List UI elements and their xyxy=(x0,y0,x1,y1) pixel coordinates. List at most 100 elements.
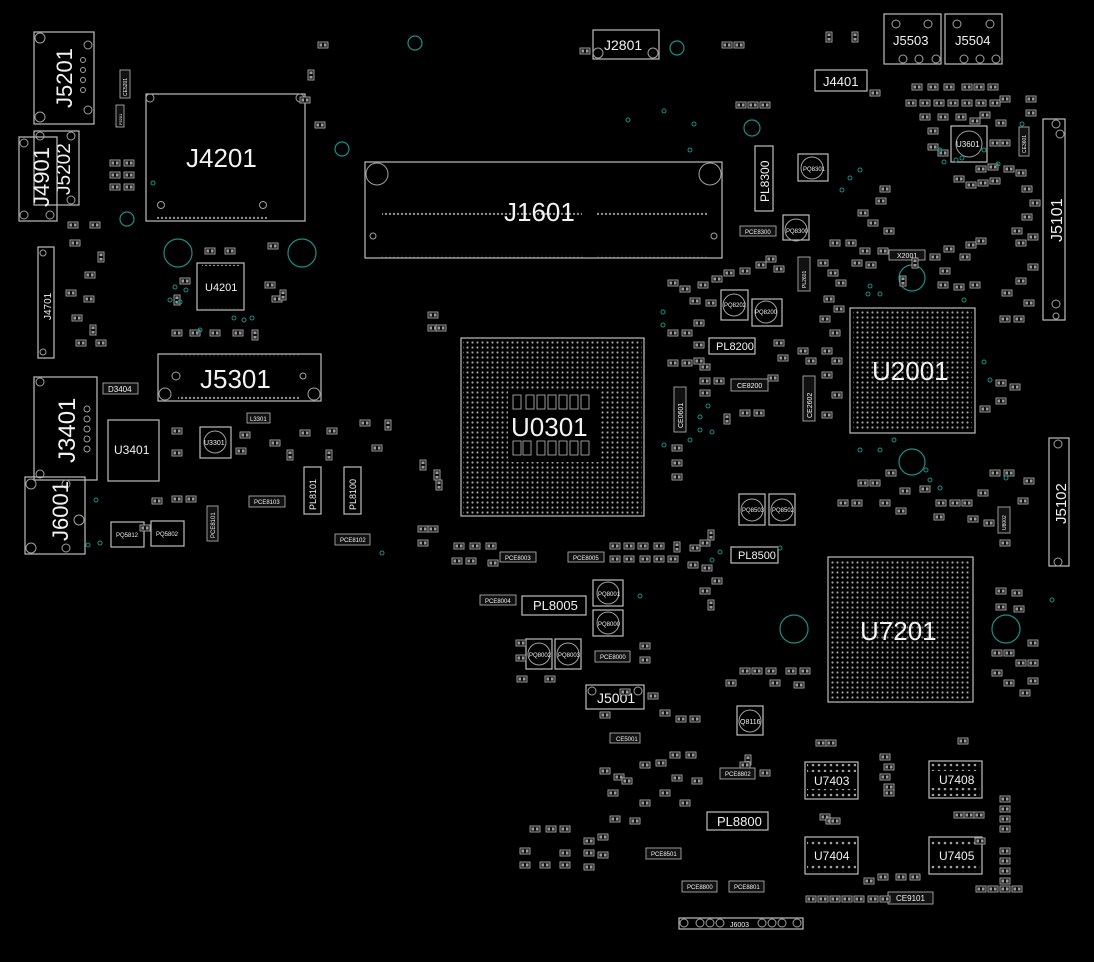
solder-pad xyxy=(701,391,704,395)
inductor-l3301[interactable]: L3301 xyxy=(246,412,271,424)
solder-pad xyxy=(153,499,156,503)
connector-j1601[interactable]: J1601 xyxy=(364,161,723,259)
connector-j4201[interactable]: J4201 xyxy=(145,93,306,222)
smd-passive xyxy=(1009,383,1021,391)
ic-u7403[interactable]: U7403 xyxy=(804,761,859,800)
smd-passive xyxy=(691,777,703,785)
diode-d3404[interactable]: D3404 xyxy=(102,382,139,395)
smd-passive xyxy=(753,409,765,417)
transistor-pq8502[interactable]: PQ8502 xyxy=(768,493,796,526)
connector-j2801[interactable]: J2801 xyxy=(592,29,660,60)
transistor-pq8300[interactable]: PQ8300 xyxy=(782,214,810,242)
solder-pad xyxy=(82,341,85,345)
inductor-pl8500[interactable]: PL8500 xyxy=(730,546,779,564)
capacitor-pce8300[interactable]: PCE8300 xyxy=(739,225,777,237)
inductor-pl8101[interactable]: PL8101 xyxy=(303,466,322,515)
solder-pad xyxy=(366,421,369,425)
connector-j5504[interactable]: J5504 xyxy=(944,13,1003,65)
capacitor-ce8200[interactable]: CE8200 xyxy=(730,378,769,392)
capacitor-pce8103[interactable]: PCE8103 xyxy=(248,495,286,508)
transistor-pq8200[interactable]: PQ8200 xyxy=(751,298,783,327)
ic-u3601[interactable]: U3601 xyxy=(950,125,988,163)
transistor-q8116[interactable]: Q8116 xyxy=(736,705,764,736)
capacitor-pce8501[interactable]: PCE8501 xyxy=(645,847,682,860)
solder-pad xyxy=(211,249,214,253)
connector-j4401[interactable]: J4401 xyxy=(814,69,868,92)
inductor-pl8100[interactable]: PL8100 xyxy=(343,466,362,515)
connector-j3401[interactable]: J3401 xyxy=(33,376,98,481)
connector-j5503[interactable]: J5503 xyxy=(883,13,942,65)
capacitor-pce8802[interactable]: PCE8802 xyxy=(719,767,756,780)
capacitor-ce9101[interactable]: CE9101 xyxy=(887,891,934,905)
ic-u0301[interactable]: U0301 xyxy=(460,337,645,517)
ic-u7404[interactable]: U7404 xyxy=(804,836,859,875)
fuse-f5201[interactable]: F5201 xyxy=(115,104,125,128)
connector-j5001[interactable]: J5001 xyxy=(585,684,645,710)
transistor-pq5802[interactable]: PQ5802 xyxy=(150,520,185,547)
via-hole xyxy=(661,442,667,448)
transistor-pq5812[interactable]: PQ5812 xyxy=(110,521,145,548)
transistor-pq8301[interactable]: PQ8301 xyxy=(797,153,829,182)
label-j4201: J4201 xyxy=(186,143,257,173)
solder-pad xyxy=(266,283,269,287)
solder-pad xyxy=(906,489,909,493)
capacitor-pce8003[interactable]: PCE8003 xyxy=(499,551,537,563)
transistor-pq8000[interactable]: PQ8000 xyxy=(592,609,624,637)
capacitor-pce8101[interactable]: PCE8101 xyxy=(206,505,219,542)
solder-pad xyxy=(625,557,628,561)
solder-pad xyxy=(709,531,713,534)
ic-u7408[interactable]: U7408 xyxy=(928,760,983,799)
inductor-pl2601[interactable]: PL2601 xyxy=(797,256,811,292)
transistor-pq8002[interactable]: PQ8002 xyxy=(525,638,553,670)
connector-j4701[interactable]: J4701 xyxy=(37,246,55,359)
capacitor-ce2602[interactable]: CE2602 xyxy=(802,375,816,422)
capacitor-pce8004[interactable]: PCE8004 xyxy=(479,594,517,606)
ic-u7405[interactable]: U7405 xyxy=(928,836,983,875)
smd-passive xyxy=(999,825,1011,833)
ic-u8002[interactable]: U8002 xyxy=(997,506,1011,534)
capacitor-ce0601[interactable]: CE0601 xyxy=(673,386,687,433)
solder-pad xyxy=(521,849,524,853)
connector-j6001[interactable]: J6001 xyxy=(24,476,86,555)
solder-pad xyxy=(701,379,704,383)
connector-j5102[interactable]: J5102 xyxy=(1048,437,1070,567)
capacitor-pce8801[interactable]: PCE8801 xyxy=(728,880,765,893)
inductor-pl8200[interactable]: PL8200 xyxy=(708,337,756,355)
capacitor-pce8102[interactable]: PCE8102 xyxy=(334,533,371,546)
ic-u4201[interactable]: U4201 xyxy=(196,262,245,311)
crystal-x2001[interactable]: X2001 xyxy=(888,249,926,261)
transistor-pq8001[interactable]: PQ8001 xyxy=(592,579,624,607)
capacitor-pce8005[interactable]: PCE8005 xyxy=(567,551,605,563)
smd-passive xyxy=(991,649,1003,657)
solder-pad xyxy=(968,101,971,105)
transistor-pq8202[interactable]: PQ8202 xyxy=(720,289,749,321)
ic-u2001[interactable]: U2001 xyxy=(849,307,976,434)
solder-pad xyxy=(835,307,838,311)
capacitor-ce5201[interactable]: CE5201 xyxy=(119,69,131,99)
ic-u3401[interactable]: U3401 xyxy=(107,419,160,482)
solder-pad xyxy=(907,101,910,105)
connector-j6003[interactable]: J6003 xyxy=(678,917,804,930)
solder-pad xyxy=(125,185,128,189)
inductor-pl8300[interactable]: PL8300 xyxy=(754,145,774,212)
connector-j4901[interactable]: J4901 xyxy=(18,136,58,222)
transistor-pq8503[interactable]: PQ8503 xyxy=(738,493,766,526)
connector-j5301[interactable]: J5301 xyxy=(157,353,322,402)
capacitor-pce8800[interactable]: PCE8800 xyxy=(681,880,718,893)
inductor-pl8005[interactable]: PL8005 xyxy=(521,595,587,616)
connector-j5201[interactable]: J5201 xyxy=(33,31,95,125)
solder-pad xyxy=(1036,201,1039,205)
smd-passive xyxy=(697,281,709,289)
via-hole xyxy=(379,550,385,556)
solder-pad xyxy=(885,229,888,233)
transistor-pq8003[interactable]: PQ8003 xyxy=(554,638,582,670)
connector-j5101[interactable]: J5101 xyxy=(1042,118,1066,321)
ic-u3301[interactable]: U3301 xyxy=(199,426,232,459)
smd-passive xyxy=(515,639,527,647)
inductor-pl8800[interactable]: PL8800 xyxy=(706,811,769,831)
capacitor-ce3601[interactable]: CE3601 xyxy=(1018,126,1030,157)
capacitor-ce5001[interactable]: CE5001 xyxy=(609,732,641,744)
ic-u7201[interactable]: U7201 xyxy=(827,556,974,703)
capacitor-pce8000[interactable]: PCE8000 xyxy=(594,650,631,663)
